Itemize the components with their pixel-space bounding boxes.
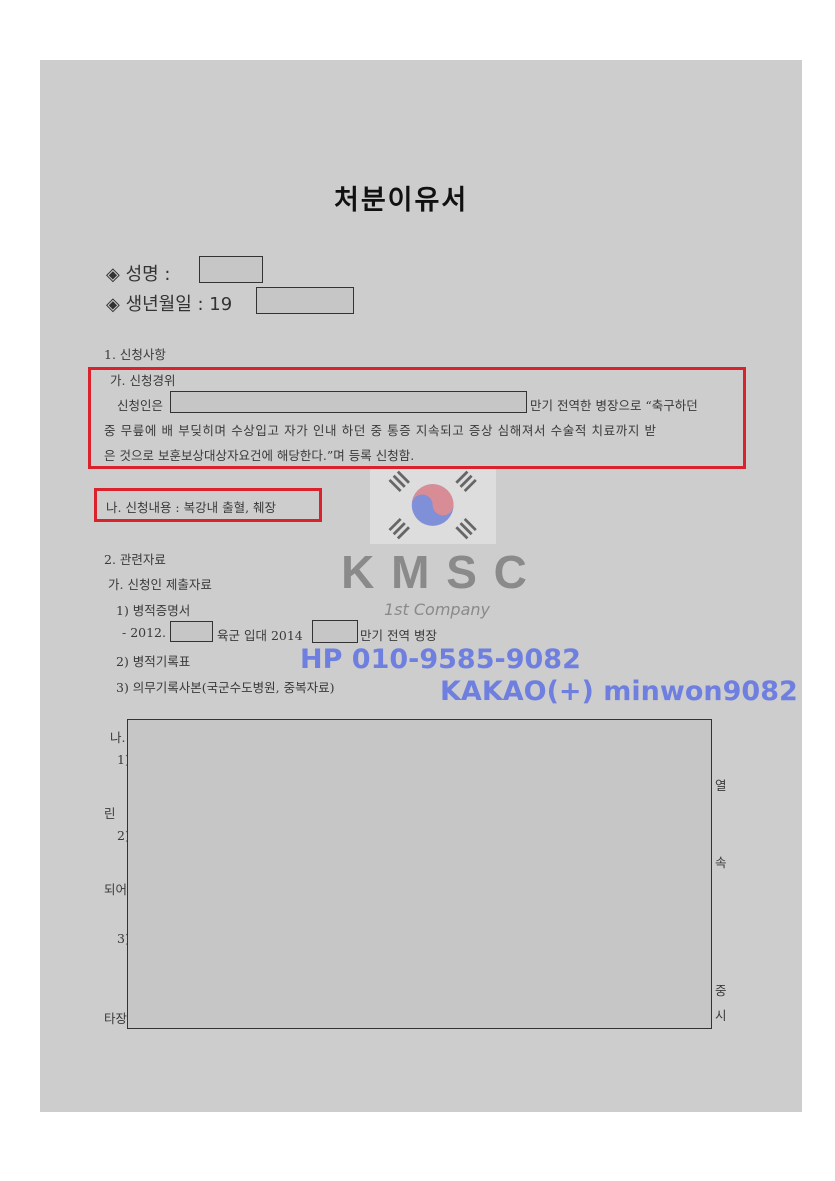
sub-a-heading: 가. 신청경위 [110, 373, 176, 388]
redacted-service-dates [170, 391, 527, 413]
redacted-name [199, 256, 263, 283]
para-line2: 중 무릎에 배 부딪히며 수상입고 자가 인내 하던 중 통증 지속되고 증상 … [104, 423, 657, 438]
fragment-right: 시 [715, 1008, 727, 1023]
fragment-left: 타장 [104, 1011, 128, 1026]
item-3: 3) 의무기록사본(국군수도병원, 중복자료) [116, 680, 335, 695]
fragment-left: 1) [117, 752, 130, 767]
item-2: 2) 병적기록표 [116, 654, 191, 669]
redacted-block [127, 719, 712, 1029]
redacted-birthdate [256, 287, 354, 314]
fragment-right: 열 [715, 778, 727, 793]
fragment-left: 나. [110, 730, 126, 745]
watermark-phone: HP 010-9585-9082 [300, 644, 581, 675]
section-2-heading: 2. 관련자료 [104, 552, 166, 567]
watermark-kakao: KAKAO(+) minwon9082 [440, 676, 798, 707]
para-line3: 은 것으로 보훈보상대상자요건에 해당한다.”며 등록 신청함. [104, 448, 415, 463]
name-label: ◈ 성명 : [106, 264, 171, 285]
highlight-box-background [88, 367, 746, 469]
item-1-detail-a: - 2012. [122, 625, 166, 640]
item-1-detail-c: 만기 전역 병장 [360, 628, 437, 643]
fragment-right: 속 [715, 855, 727, 870]
document-title: 처분이유서 [334, 185, 469, 216]
highlight-box-request [94, 488, 322, 522]
sub2-a-heading: 가. 신청인 제출자료 [108, 577, 212, 592]
para-line1-end: 만기 전역한 병장으로 “축구하던 [530, 398, 698, 413]
fragment-left: 되어 [104, 882, 128, 897]
fragment-left: 3) [117, 931, 130, 946]
fragment-left: 2) [117, 828, 130, 843]
kmsc-logo-text: K M S C [341, 546, 529, 598]
fragment-right: 중 [715, 983, 727, 998]
fragment-left: 린 [104, 806, 116, 821]
item-1: 1) 병적증명서 [116, 603, 191, 618]
birth-label: ◈ 생년월일 : 19 [106, 294, 233, 315]
sub-b-request: 나. 신청내용 : 복강내 출혈, 췌장 [106, 500, 277, 515]
redacted-discharge-date [312, 620, 358, 643]
redacted-enlist-date [170, 621, 213, 642]
item-1-detail-b: 육군 입대 2014 [217, 628, 303, 643]
section-1-heading: 1. 신청사항 [104, 347, 166, 362]
para-line1-start: 신청인은 [117, 398, 164, 413]
logo-tagline: 1st Company [384, 600, 490, 619]
taegukgi-icon [388, 470, 477, 540]
